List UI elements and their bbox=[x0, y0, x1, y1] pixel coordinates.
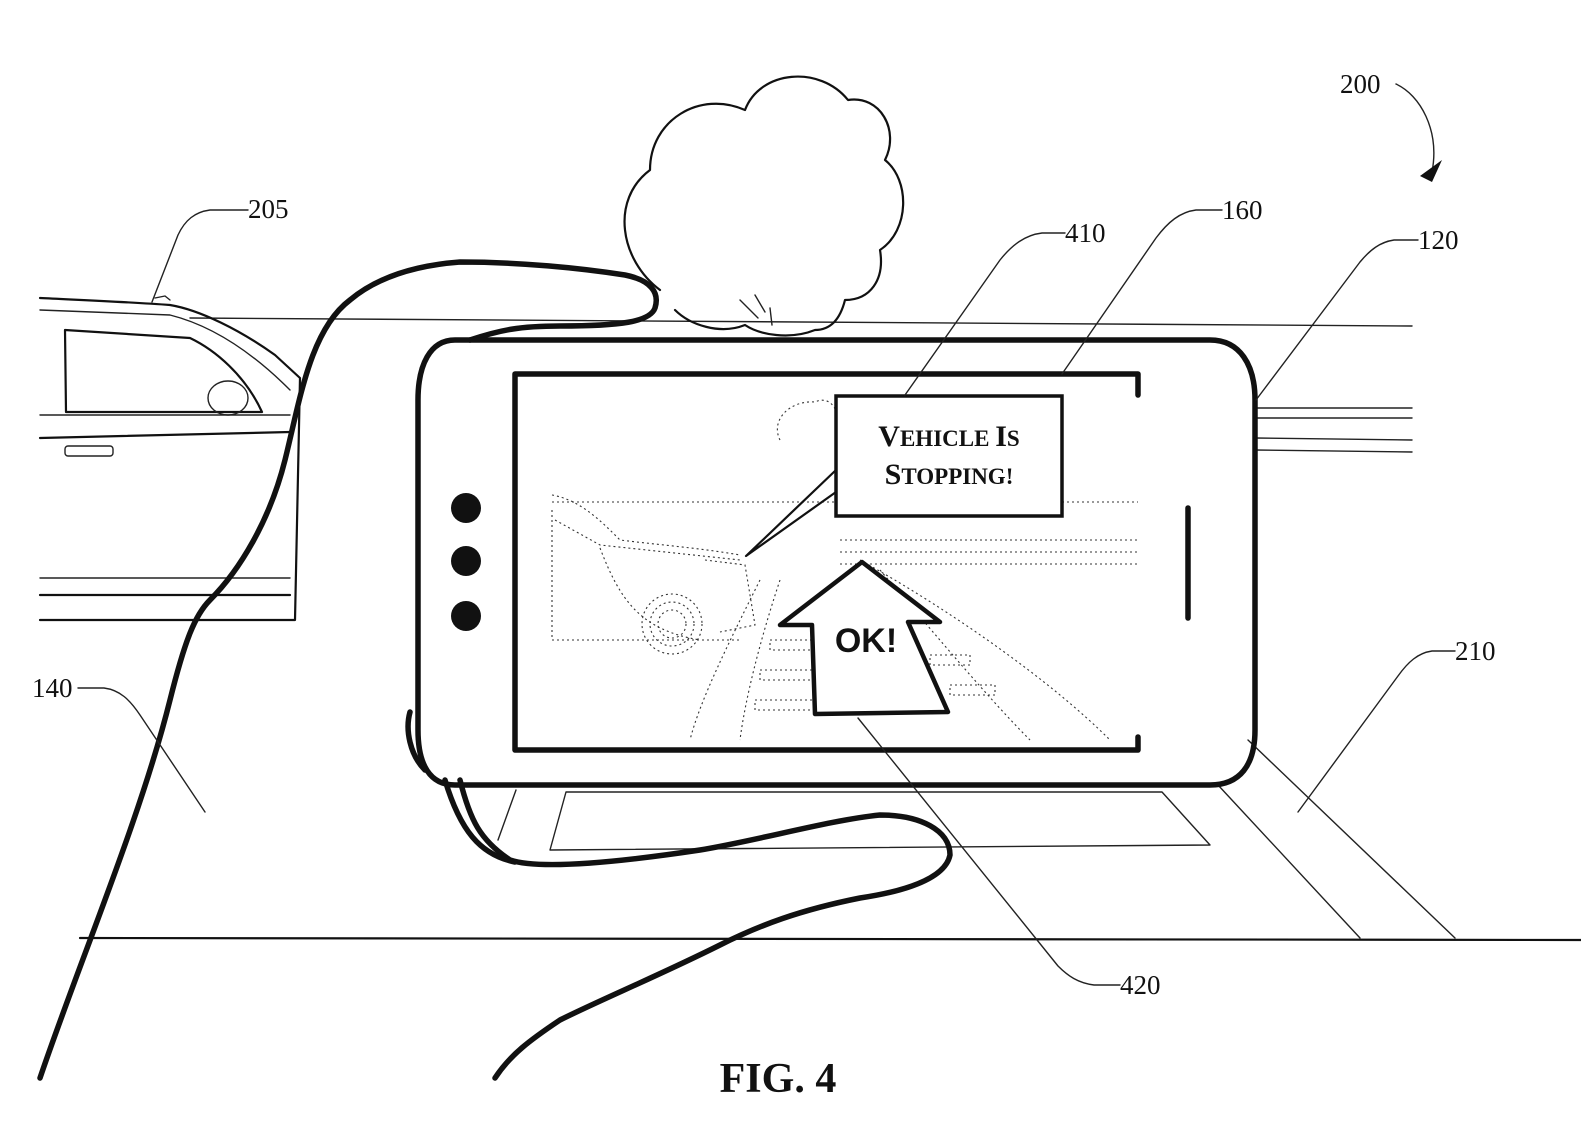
vehicle bbox=[38, 295, 302, 622]
ref-numeral-vehicle: 205 bbox=[248, 194, 289, 224]
leader-lines bbox=[77, 83, 1456, 986]
ref-numeral-screen: 160 bbox=[1222, 195, 1263, 225]
camera-view bbox=[551, 399, 1138, 741]
ref-numeral-display-overlay: 410 bbox=[1065, 218, 1106, 248]
street-scene bbox=[78, 317, 1581, 942]
alert-message-line2: STOPPING! bbox=[885, 458, 1014, 491]
phone-button-dot[interactable] bbox=[451, 546, 481, 576]
phone-button-dot[interactable] bbox=[451, 493, 481, 523]
ref-numeral-system: 200 bbox=[1340, 69, 1381, 99]
arrow-label: OK! bbox=[835, 622, 897, 660]
crosswalk-marking bbox=[549, 791, 1211, 851]
ref-numeral-device: 120 bbox=[1418, 225, 1459, 255]
mobile-device bbox=[415, 337, 1258, 788]
ok-arrow-indicator: OK! bbox=[777, 559, 951, 717]
ref-numeral-crosswalk: 210 bbox=[1455, 636, 1496, 666]
cloud-shape bbox=[623, 75, 905, 337]
figure-caption: FIG. 4 bbox=[720, 1056, 837, 1102]
user-hand bbox=[37, 259, 953, 1081]
alert-message-line1: VEHICLE IS bbox=[878, 420, 1019, 453]
crosswalk-stripe bbox=[1247, 739, 1456, 939]
ref-numeral-user: 140 bbox=[32, 673, 73, 703]
crosswalk-stripe bbox=[1217, 784, 1361, 939]
device-screen: VEHICLE IS STOPPING! OK! bbox=[512, 371, 1141, 753]
phone-button-dot[interactable] bbox=[451, 601, 481, 631]
ref-numeral-arrow-indicator: 420 bbox=[1120, 970, 1161, 1000]
alert-speech-bubble: VEHICLE IS STOPPING! bbox=[744, 394, 1064, 558]
